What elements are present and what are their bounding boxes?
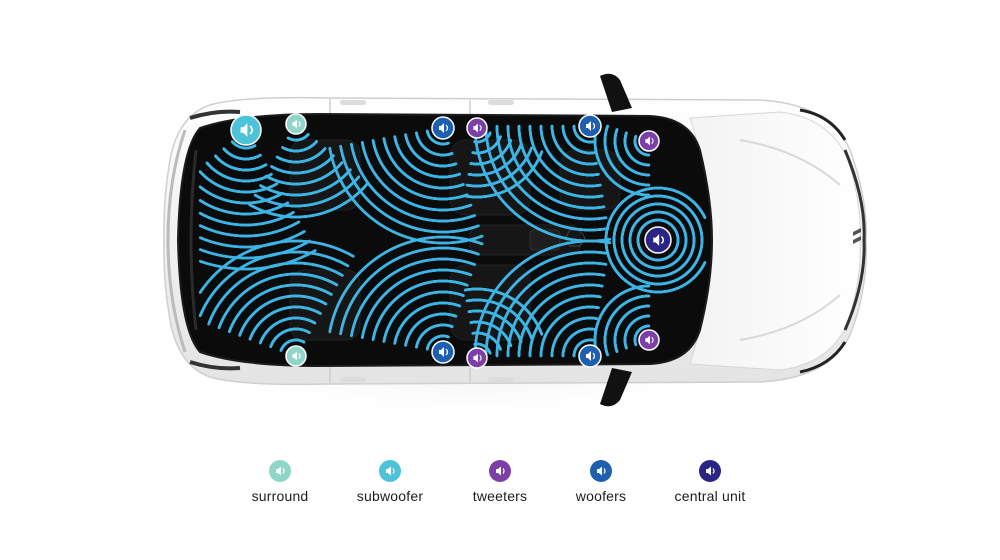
cabin-roof bbox=[178, 114, 712, 366]
sound-dot bbox=[214, 154, 217, 157]
sound-dot bbox=[199, 185, 202, 188]
door-handle-bottom-rear bbox=[340, 377, 366, 382]
door-handle-top-rear bbox=[340, 100, 366, 105]
door-handle-top-front bbox=[488, 100, 514, 105]
door-handle-bottom-front bbox=[488, 377, 514, 382]
sound-dot bbox=[199, 170, 202, 173]
sound-dot bbox=[199, 212, 202, 215]
sound-dot bbox=[223, 147, 226, 150]
sound-dot bbox=[199, 199, 202, 202]
sound-dot bbox=[206, 162, 209, 165]
sound-dot bbox=[231, 140, 234, 143]
sound-dot bbox=[199, 224, 202, 227]
